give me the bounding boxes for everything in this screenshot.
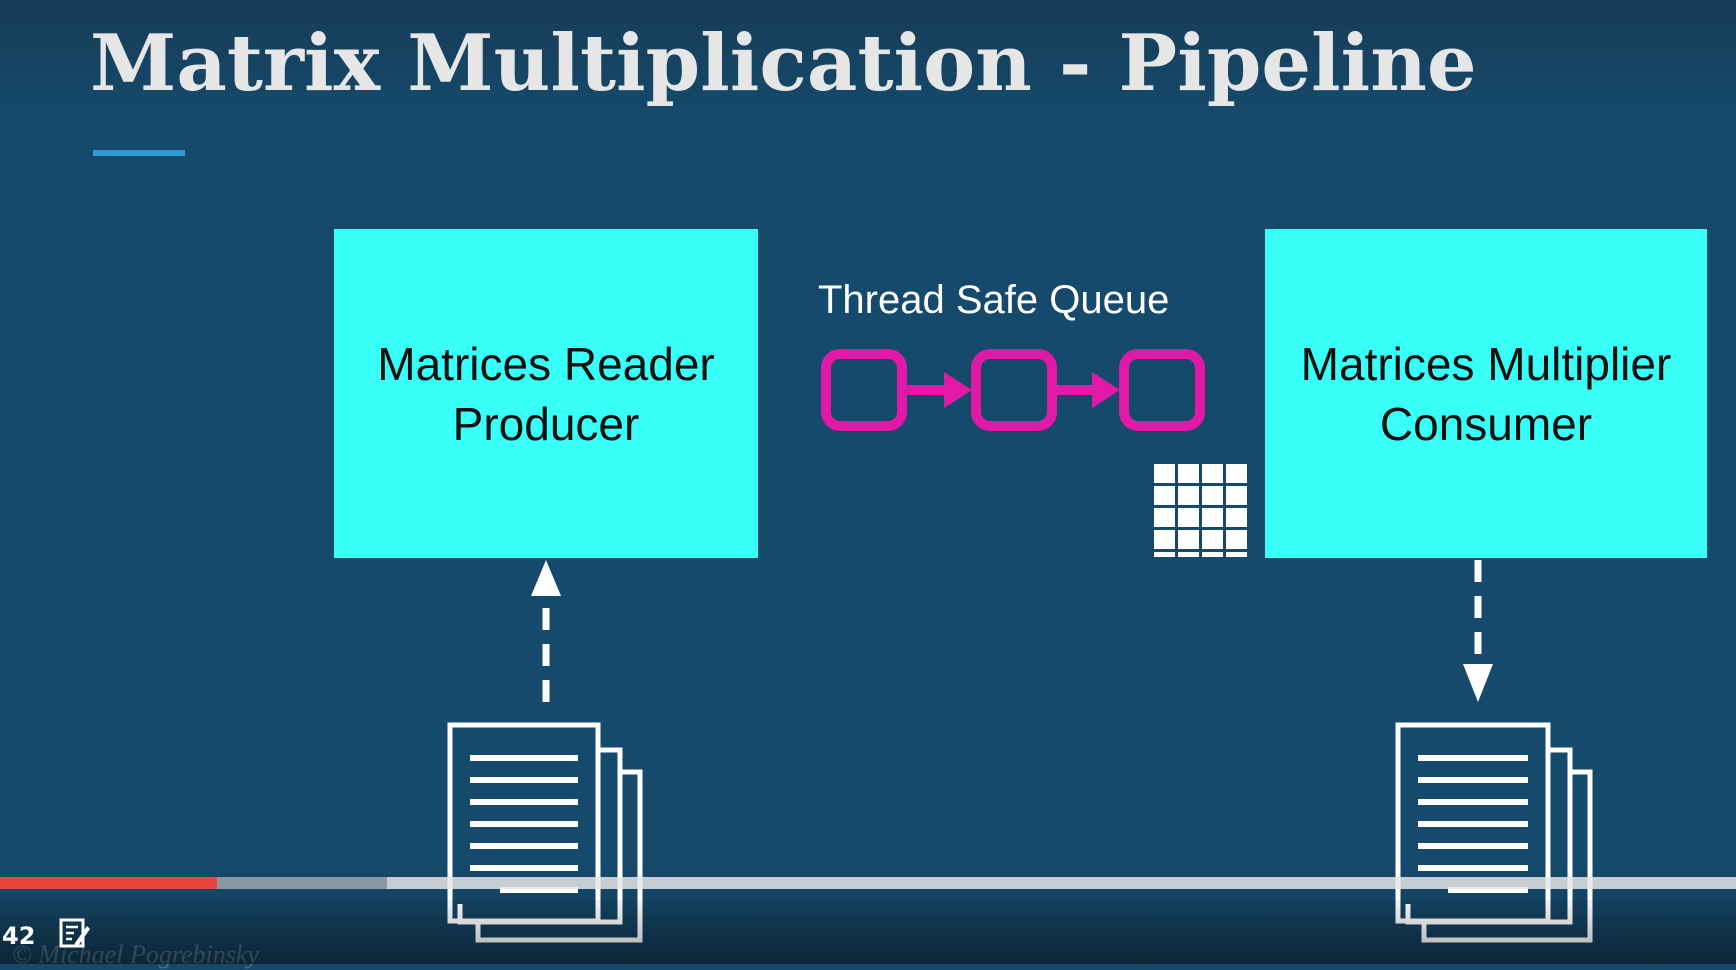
progress-bar[interactable] <box>0 877 1736 889</box>
consumer-box-line1: Matrices Multiplier <box>1300 337 1672 390</box>
slide-title: Matrix Multiplication - Pipeline <box>90 18 1477 109</box>
queue-slot-2 <box>971 349 1057 431</box>
queue-slot-1 <box>821 349 907 431</box>
notes-edit-icon[interactable] <box>58 916 92 950</box>
matrix-grid-icon <box>1154 464 1247 557</box>
progress-played <box>0 877 217 889</box>
document-stack-icon <box>447 722 643 943</box>
producer-box-line1: Matrices Reader <box>377 337 715 390</box>
producer-box-line2: Producer <box>452 397 640 450</box>
title-underline <box>93 150 185 156</box>
queue-chain-icon <box>821 349 1205 431</box>
queue-label: Thread Safe Queue <box>818 278 1170 322</box>
queue-arrowhead-2 <box>1092 372 1120 408</box>
consumer-box: Matrices Multiplier Consumer <box>1265 229 1707 558</box>
producer-box: Matrices Reader Producer <box>334 229 758 558</box>
time-display: 42 <box>2 922 36 950</box>
queue-slot-3 <box>1119 349 1205 431</box>
consumer-box-line2: Consumer <box>1379 397 1593 450</box>
player-controls <box>0 900 1736 964</box>
dashed-arrow-icon <box>531 560 561 702</box>
dashed-arrow-down-icon <box>1463 560 1493 702</box>
document-stack-output-icon <box>1395 722 1593 943</box>
queue-arrowhead-1 <box>944 372 972 408</box>
